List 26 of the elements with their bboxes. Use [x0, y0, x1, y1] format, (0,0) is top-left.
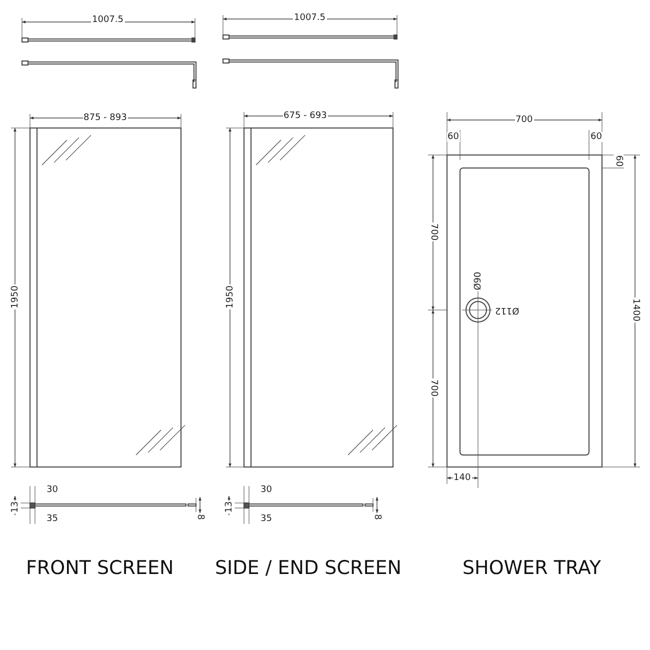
dimension-label: 700	[514, 115, 534, 125]
dimension-label: 1950	[224, 284, 235, 310]
dimension-label: 60	[590, 132, 603, 142]
dimension-label: 8	[194, 513, 205, 521]
dimension-label: 875 - 893	[82, 113, 128, 123]
dimension-label: 700	[428, 222, 438, 242]
dimension-label: 700	[428, 378, 438, 398]
panel-title: SHOWER TRAY	[462, 557, 602, 579]
dimension-label: 140	[452, 473, 472, 483]
dimension-label: 1950	[10, 284, 20, 310]
panel-title: SIDE / END SCREEN	[215, 557, 402, 579]
dimension-label: 60	[446, 132, 460, 142]
dimension-label: 1007.5	[91, 15, 124, 25]
dimension-label: 13	[224, 500, 234, 514]
dimension-label: 675 - 693	[282, 111, 328, 121]
dimension-label: 30	[46, 485, 59, 495]
dimension-label: 60	[613, 154, 624, 168]
dimension-label: 30	[260, 485, 273, 495]
panel-title: FRONT SCREEN	[26, 557, 174, 579]
dimension-label: 8	[372, 513, 382, 521]
dimension-label: 35	[46, 514, 59, 524]
dimension-label: 35	[260, 514, 273, 524]
dimension-label: Ø90	[472, 270, 483, 292]
dimension-label: 13	[10, 500, 20, 514]
dimension-label: 1007.5	[293, 13, 326, 23]
dimension-label: Ø112	[494, 305, 520, 315]
